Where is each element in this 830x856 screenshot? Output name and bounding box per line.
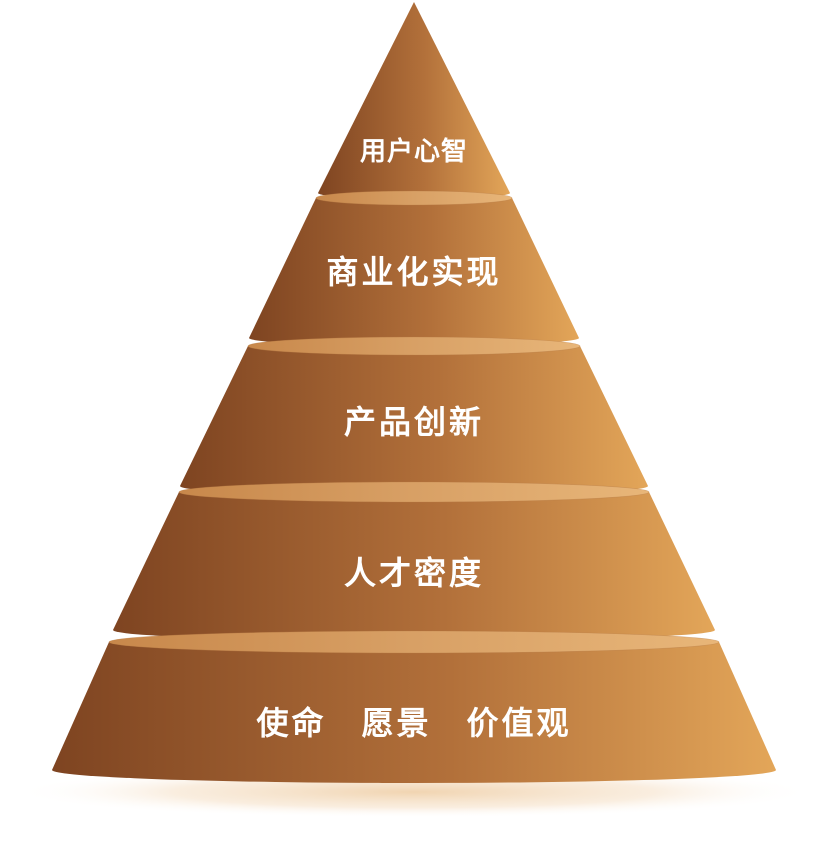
pyramid-tier-3: 产品创新: [180, 336, 648, 496]
tier-label-2: 商业化实现: [326, 253, 501, 291]
tier-body: [180, 346, 648, 496]
tier-body: [318, 2, 510, 199]
tier-label-4: 人才密度: [344, 554, 484, 592]
tier-label-5: 使命 愿景 价值观: [255, 704, 571, 742]
tier-body: [52, 642, 776, 783]
tier-top-face: [178, 481, 650, 503]
pyramid-tier-5: 使命 愿景 价值观: [52, 630, 776, 783]
tier-label-1: 用户心智: [360, 136, 468, 167]
tier-top-face: [247, 336, 581, 356]
tier-body: [249, 198, 579, 346]
pyramid-tier-2: 商业化实现: [249, 190, 579, 346]
pyramid-tier-4: 人才密度: [113, 481, 715, 641]
tier-top-face: [315, 190, 513, 206]
tier-top-face: [108, 630, 720, 654]
tier-body: [113, 492, 715, 641]
pyramid-tier-1: 用户心智: [318, 2, 510, 199]
tier-label-3: 产品创新: [344, 403, 484, 441]
